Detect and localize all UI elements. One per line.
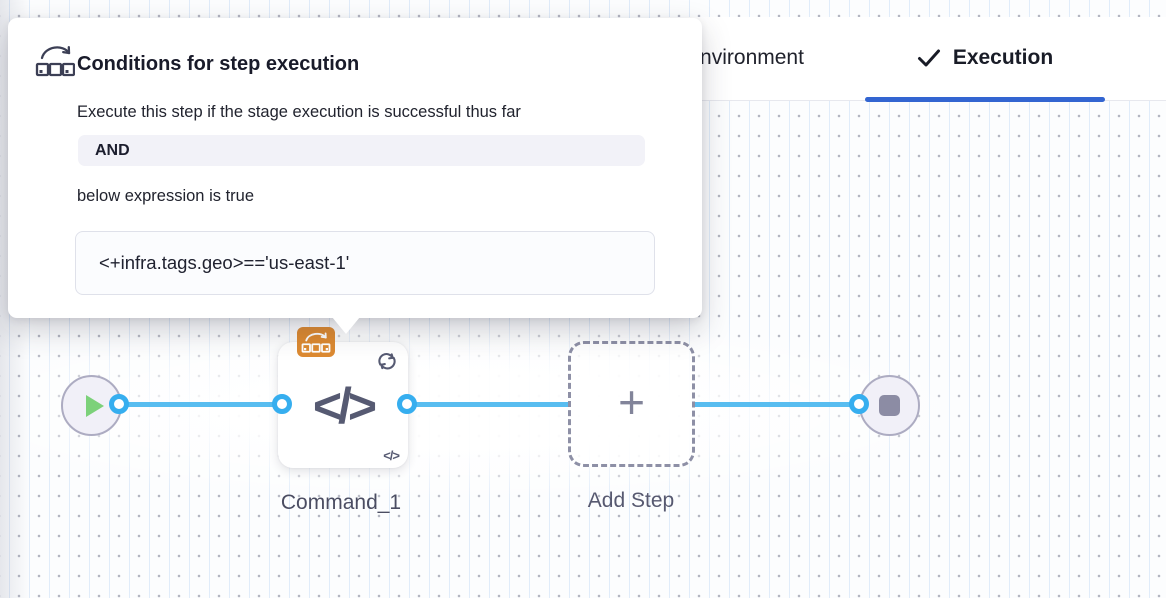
checkmark-icon: [917, 49, 940, 67]
tab-execution[interactable]: Execution: [865, 17, 1105, 99]
connection-point[interactable]: [849, 394, 869, 414]
plus-icon: +: [618, 376, 645, 428]
connection-point[interactable]: [272, 394, 292, 414]
operator-chip: AND: [78, 135, 645, 166]
conditional-execution-icon: [35, 46, 75, 77]
expression-intro: below expression is true: [77, 187, 255, 205]
tab-execution-label: Execution: [952, 46, 1054, 69]
stop-icon: [879, 395, 900, 416]
expression-text: <+infra.tags.geo>=='us-east-1': [99, 252, 350, 273]
add-step-button[interactable]: +: [568, 341, 695, 467]
connector-line: [407, 402, 568, 407]
tab-environment-label: Environment: [686, 46, 804, 69]
connection-point[interactable]: [109, 394, 129, 414]
code-mini-icon: </>: [383, 448, 400, 463]
expression-box: <+infra.tags.geo>=='us-east-1': [75, 231, 655, 295]
step-node-command[interactable]: </> </>: [278, 342, 408, 468]
popover-title: Conditions for step execution: [77, 53, 360, 75]
node-row-glow: [30, 320, 970, 500]
connector-line: [695, 402, 860, 407]
tab-environment[interactable]: Environment: [655, 17, 835, 99]
operator-chip-label: AND: [95, 141, 130, 159]
connector-line: [119, 402, 282, 407]
connection-point[interactable]: [397, 394, 417, 414]
conditions-popover: Conditions for step execution Execute th…: [8, 18, 702, 334]
play-icon: [85, 394, 104, 417]
active-tab-underline: [865, 97, 1105, 102]
popover-caret: [332, 317, 360, 334]
step-label-add-step: Add Step: [587, 489, 675, 512]
popover-description: Execute this step if the stage execution…: [77, 103, 521, 121]
conditional-execution-badge[interactable]: [297, 327, 335, 357]
conditional-execution-icon: [301, 332, 331, 353]
stage-tab-bar: Environment Execution: [650, 17, 1166, 102]
step-label-command: Command_1: [280, 491, 402, 514]
